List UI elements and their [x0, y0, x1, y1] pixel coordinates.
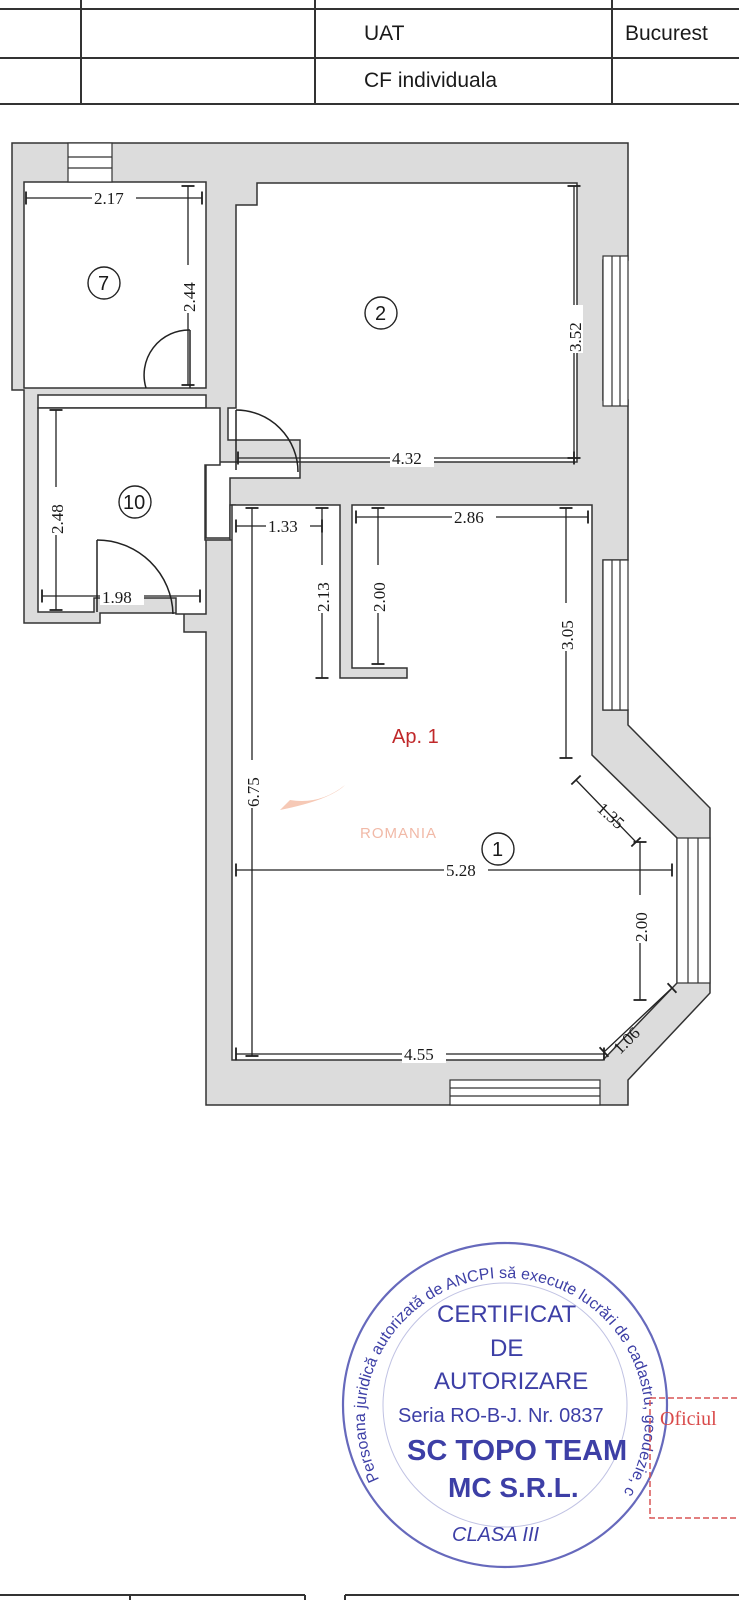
room-number-2: 2 [375, 303, 386, 325]
office-seal-text: Oficiul [660, 1408, 717, 1430]
stamp-line-certificat: CERTIFICAT [437, 1301, 576, 1328]
dim-2-00-bay: 2.00 [632, 912, 651, 942]
stamp-line-clasa: CLASA III [452, 1524, 540, 1546]
bottom-table-edge [0, 1594, 739, 1600]
dim-4-32: 4.32 [392, 449, 422, 468]
dim-2-48: 2.48 [48, 504, 67, 534]
stamp-line-de: DE [490, 1335, 523, 1362]
apartment-label: Ap. 1 [392, 726, 439, 748]
dim-5-28: 5.28 [446, 861, 476, 880]
dim-1-33: 1.33 [268, 517, 298, 536]
table-line [0, 8, 739, 10]
table-cell-uat-value: Bucurest [625, 21, 708, 45]
table-cell-uat-label: UAT [364, 21, 405, 45]
stamp-line-srl: MC S.R.L. [448, 1472, 579, 1503]
room-number-10: 10 [123, 492, 145, 514]
dim-1-98: 1.98 [102, 588, 132, 607]
dim-2-44: 2.44 [180, 282, 199, 312]
watermark: ROMANIA [280, 785, 437, 842]
stamp-line-company: SC TOPO TEAM [407, 1435, 627, 1467]
room-labels: 7 2 10 1 [87, 266, 515, 866]
table-line [0, 103, 739, 105]
header-table: UAT Bucurest CF individuala [0, 0, 739, 106]
table-line [314, 0, 316, 105]
dim-3-05: 3.05 [558, 620, 577, 650]
stamp-line-autorizare: AUTORIZARE [434, 1368, 588, 1395]
dim-2-86: 2.86 [454, 508, 484, 527]
room-number-7: 7 [98, 273, 109, 295]
dimension-labels: 2.17 2.44 3.52 4.32 2.48 1.33 2.13 2.00 … [47, 189, 651, 1064]
dim-2-17: 2.17 [94, 189, 124, 208]
windows [67, 142, 711, 1106]
room-number-1: 1 [492, 839, 503, 861]
table-line [0, 57, 739, 59]
stamp-line-serie: Seria RO-B-J. Nr. 0837 [398, 1405, 604, 1427]
table-line [80, 0, 82, 105]
dim-3-52: 3.52 [566, 322, 585, 352]
dim-4-55: 4.55 [404, 1045, 434, 1064]
table-cell-cf-label: CF individuala [364, 69, 498, 92]
dim-2-13: 2.13 [314, 582, 333, 612]
dim-2-00-closet: 2.00 [370, 582, 389, 612]
office-seal: Oficiul [649, 1397, 739, 1519]
table-line [611, 0, 613, 105]
watermark-text: ROMANIA [360, 825, 437, 842]
dim-6-75: 6.75 [244, 777, 263, 807]
